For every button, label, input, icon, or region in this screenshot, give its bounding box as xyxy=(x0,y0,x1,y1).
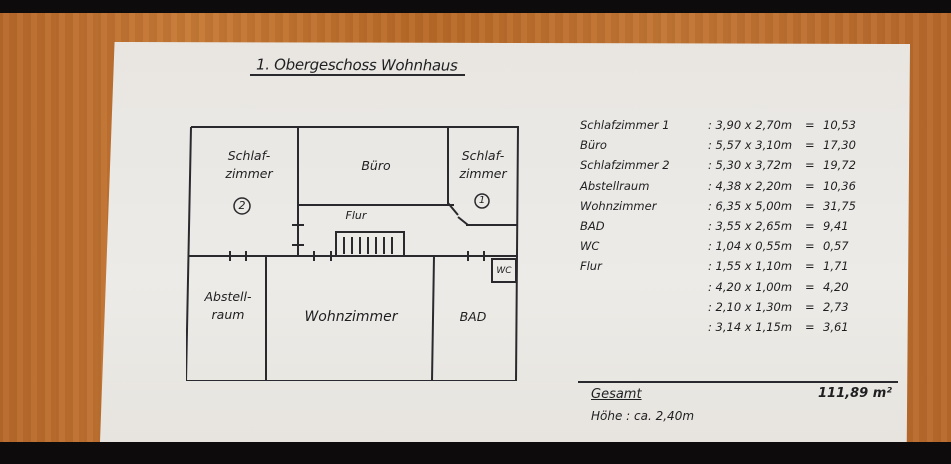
area-row: WC: 1,04 x 0,55m=0,57 xyxy=(580,239,849,254)
plan-title: 1. Obergeschoss Wohnhaus xyxy=(255,55,458,75)
room-number-1: 1 xyxy=(478,195,486,206)
total-label: Gesamt xyxy=(591,387,642,402)
height-note: Höhe : ca. 2,40m xyxy=(591,409,695,423)
floor-plan: Schlaf- zimmer 2 Büro Schlaf- zimmer 1 F… xyxy=(186,125,519,381)
room-label-buero: Büro xyxy=(361,158,391,173)
floor-plan-walls xyxy=(186,126,519,381)
area-row: : 3,14 x 1,15m=3,61 xyxy=(708,319,849,334)
room-label-schlafzimmer-1: Schlaf- zimmer xyxy=(459,148,507,181)
area-row: Abstellraum: 4,38 x 2,20m=10,36 xyxy=(580,178,856,193)
area-row: BAD: 3,55 x 2,65m=9,41 xyxy=(580,218,849,233)
area-row: Schlafzimmer 2: 5,30 x 3,72m=19,72 xyxy=(580,158,856,173)
room-label-wc: WC xyxy=(496,266,512,276)
area-row: Wohnzimmer: 6,35 x 5,00m=31,75 xyxy=(580,198,856,213)
area-list: Schlafzimmer 1: 3,90 x 2,70m=10,53 Büro:… xyxy=(580,118,880,340)
photo-bottom-border xyxy=(0,442,951,464)
photo-top-border xyxy=(0,0,951,13)
room-label-bad: BAD xyxy=(459,309,487,324)
sum-divider xyxy=(578,381,898,383)
title-underline xyxy=(250,74,465,76)
total-value: 111,89 m² xyxy=(818,386,892,401)
room-label-abstellraum: Abstell- raum xyxy=(204,289,252,322)
room-label-wohnzimmer: Wohnzimmer xyxy=(304,309,398,325)
area-row: : 2,10 x 1,30m=2,73 xyxy=(708,299,849,314)
area-row: Büro: 5,57 x 3,10m=17,30 xyxy=(580,138,856,153)
room-label-flur: Flur xyxy=(345,209,367,222)
area-row: : 4,20 x 1,00m=4,20 xyxy=(708,279,849,294)
room-label-schlafzimmer-2: Schlaf- zimmer xyxy=(225,148,273,181)
room-number-2: 2 xyxy=(238,199,246,212)
area-row: Schlafzimmer 1: 3,90 x 2,70m=10,53 xyxy=(580,118,856,132)
area-row: Flur: 1,55 x 1,10m=1,71 xyxy=(580,259,849,274)
paper-sheet xyxy=(100,42,910,442)
